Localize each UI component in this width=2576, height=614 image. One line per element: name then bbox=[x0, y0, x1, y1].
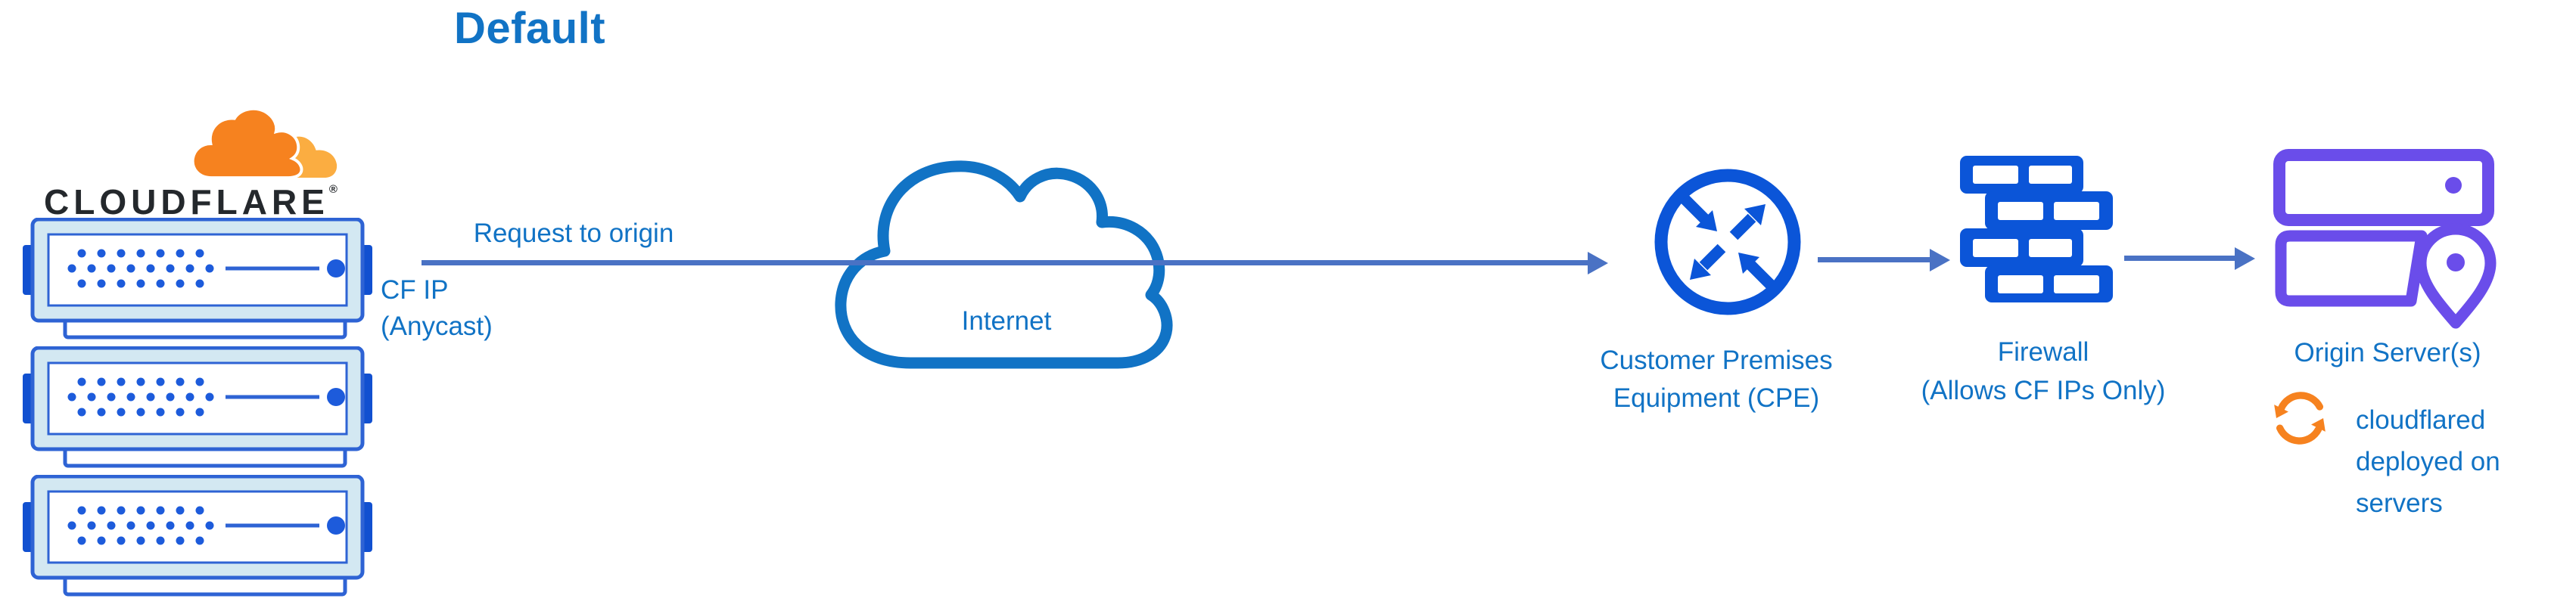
edge-to-cpe-arrowhead-icon bbox=[1588, 252, 1608, 274]
diagram-title: Default bbox=[454, 4, 606, 53]
cloudflare-wordmark-text: CLOUDFLARE bbox=[44, 182, 329, 222]
firewall-to-origin-arrowhead-icon bbox=[2235, 247, 2255, 270]
cpe-to-firewall-line bbox=[1818, 257, 1931, 262]
request-to-origin-label: Request to origin bbox=[473, 219, 674, 248]
edge-to-cpe-line bbox=[422, 260, 1590, 265]
edge-server-icon-2 bbox=[23, 346, 372, 469]
cpe-to-firewall-arrowhead-icon bbox=[1930, 249, 1950, 271]
edge-server-icon-3 bbox=[23, 475, 372, 597]
cf-ip-line2: (Anycast) bbox=[381, 312, 493, 341]
cpe-label: Customer Premises Equipment (CPE) bbox=[1600, 342, 1832, 417]
cloudflared-note-line1: cloudflared bbox=[2356, 405, 2486, 435]
internet-label: Internet bbox=[961, 306, 1052, 336]
cpe-label-line1: Customer Premises bbox=[1600, 346, 1833, 375]
origin-servers-icon bbox=[2270, 147, 2497, 333]
cpe-router-icon bbox=[1650, 165, 1805, 319]
origin-servers-label: Origin Server(s) bbox=[2294, 338, 2481, 367]
firewall-label: Firewall (Allows CF IPs Only) bbox=[1921, 333, 2166, 410]
firewall-label-line1: Firewall bbox=[1997, 337, 2089, 367]
cpe-label-line2: Equipment (CPE) bbox=[1613, 383, 1820, 413]
edge-server-icon-1 bbox=[23, 218, 372, 340]
cf-ip-line1: CF IP bbox=[381, 275, 449, 305]
cloudflared-note-line3: servers bbox=[2356, 488, 2443, 518]
cf-ip-anycast-label: CF IP (Anycast) bbox=[381, 272, 493, 345]
sync-arrows-icon bbox=[2257, 383, 2342, 454]
firewall-to-origin-line bbox=[2124, 256, 2236, 261]
firewall-brick-icon bbox=[1960, 156, 2113, 302]
firewall-label-line2: (Allows CF IPs Only) bbox=[1921, 376, 2166, 405]
cloudflared-note: cloudflared deployed on servers bbox=[2356, 399, 2500, 524]
cloudflare-logo-cloud-icon bbox=[189, 106, 338, 180]
registered-mark: ® bbox=[328, 183, 338, 196]
cloudflare-wordmark: CLOUDFLARE® bbox=[44, 181, 338, 222]
cloudflared-note-line2: deployed on bbox=[2356, 447, 2500, 476]
